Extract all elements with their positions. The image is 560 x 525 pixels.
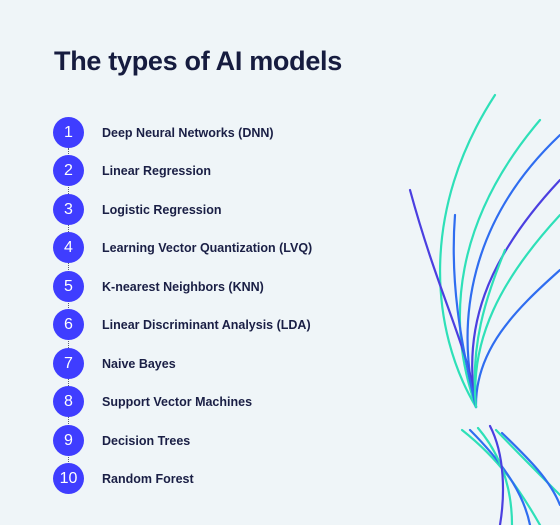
list-item-label: Support Vector Machines [102, 394, 253, 409]
curve-blue-4 [468, 428, 532, 525]
number-badge: 4 [53, 232, 84, 263]
list-item-label: Deep Neural Networks (DNN) [102, 125, 274, 140]
list-item: 3 Logistic Regression [53, 194, 221, 225]
list-item: 6 Linear Discriminant Analysis (LDA) [53, 309, 311, 340]
page-title: The types of AI models [54, 46, 342, 76]
number-badge: 3 [53, 194, 84, 225]
list-item-label: Random Forest [102, 471, 194, 486]
curve-blue-5 [500, 431, 560, 507]
curve-teal-4 [473, 248, 507, 409]
number-badge: 5 [53, 271, 84, 302]
list-item-label: Linear Discriminant Analysis (LDA) [102, 317, 311, 332]
curve-blue-3 [452, 213, 478, 409]
curve-indigo-2 [408, 188, 478, 409]
list-item-label: Decision Trees [102, 433, 191, 448]
list-item-label: Learning Vector Quantization (LVQ) [102, 240, 313, 255]
curve-teal-1 [438, 93, 497, 409]
list-item: 4 Learning Vector Quantization (LVQ) [53, 232, 312, 263]
number-badge: 10 [53, 463, 84, 494]
list-item-label: Linear Regression [102, 163, 212, 178]
list-item: 5 K-nearest Neighbors (KNN) [53, 271, 264, 302]
list-item: 1 Deep Neural Networks (DNN) [53, 117, 274, 148]
number-badge: 1 [53, 117, 84, 148]
curve-indigo-3 [488, 424, 505, 525]
number-badge: 6 [53, 309, 84, 340]
list-item: 7 Naive Bayes [53, 348, 176, 379]
curve-indigo-1 [471, 178, 560, 409]
number-badge: 8 [53, 386, 84, 417]
list-item: 10 Random Forest [53, 463, 194, 494]
list-item-label: Logistic Regression [102, 202, 222, 217]
number-badge: 7 [53, 348, 84, 379]
curve-teal-6 [476, 426, 514, 525]
list-item: 9 Decision Trees [53, 425, 190, 456]
list-item: 8 Support Vector Machines [53, 386, 252, 417]
list-item: 2 Linear Regression [53, 155, 211, 186]
list-item-label: K-nearest Neighbors (KNN) [102, 279, 264, 294]
curve-teal-2 [458, 118, 542, 409]
curve-blue-2 [474, 268, 560, 409]
list-item-label: Naive Bayes [102, 356, 176, 371]
number-badge: 9 [53, 425, 84, 456]
curve-teal-7 [494, 428, 560, 497]
number-badge: 2 [53, 155, 84, 186]
